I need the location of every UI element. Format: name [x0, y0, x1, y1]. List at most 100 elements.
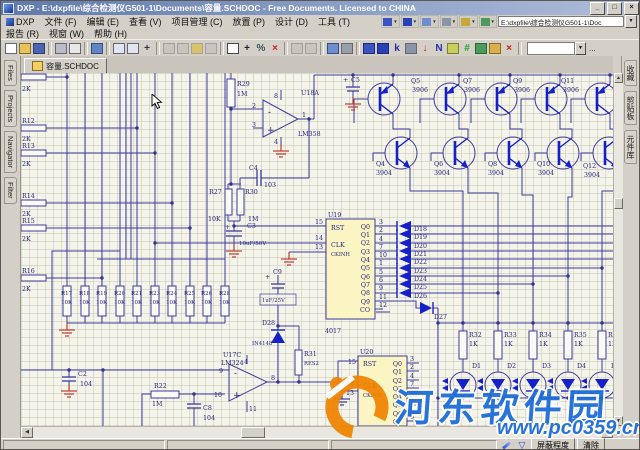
grid-tool-icon[interactable]: ▼ [478, 15, 497, 28]
delete-icon[interactable]: × [506, 42, 512, 54]
grid-icon[interactable]: # [464, 42, 470, 54]
wire-icon[interactable] [362, 41, 376, 55]
schematic-label: D21 [414, 251, 427, 258]
schematic-label: 5 [410, 406, 414, 413]
schematic-label: 103 [264, 182, 276, 189]
directive-tool-icon[interactable]: ▼ [420, 15, 439, 28]
menu-item-row2-1[interactable]: 视窗 (W) [49, 29, 84, 39]
wire [372, 152, 385, 161]
net-label-icon[interactable]: N [435, 42, 443, 54]
resistor-body [97, 285, 107, 317]
menu-item-2[interactable]: 编辑 (E) [86, 17, 120, 27]
bus-icon[interactable] [376, 41, 390, 55]
toolbar-more-button[interactable]: ... [589, 43, 596, 53]
left-tab-projects[interactable]: Projects [4, 89, 17, 127]
minimize-icon[interactable]: _ [590, 1, 605, 15]
schematic-label: 4 [274, 139, 278, 146]
junction-dot [566, 321, 570, 325]
left-tab-files[interactable]: Files [4, 60, 17, 86]
browse-icon[interactable] [90, 41, 104, 55]
new-document-icon[interactable] [4, 41, 18, 55]
document-icon [32, 61, 43, 71]
junction-tool-icon[interactable]: ▼ [439, 15, 459, 28]
mask-level-button[interactable]: 屏蔽程度 [531, 438, 575, 449]
annotate-icon[interactable] [499, 440, 513, 449]
cut-icon[interactable] [162, 41, 176, 55]
right-tab-1[interactable]: 剪贴板 [624, 91, 637, 125]
wire [601, 190, 613, 323]
pointer-icon[interactable]: k [394, 42, 400, 54]
vertical-scrollbar[interactable]: ▲ ▼ [613, 73, 623, 426]
menu-item-5[interactable]: 放置 (P) [232, 17, 266, 27]
paste-array-icon[interactable] [204, 41, 218, 55]
cancel-icon[interactable]: × [272, 42, 278, 54]
toolbar-search-combo[interactable] [527, 41, 575, 55]
toolbar-divider [220, 41, 224, 55]
scroll-right-icon[interactable]: ▶ [601, 427, 613, 438]
zoom-area-icon[interactable] [126, 41, 140, 55]
ground-symbol [345, 97, 361, 111]
horizontal-scrollbar[interactable]: ◀ ▶ [21, 426, 613, 438]
select-rect-icon[interactable] [226, 41, 240, 55]
close-icon[interactable]: × [624, 1, 639, 15]
scroll-up-icon[interactable]: ▲ [614, 73, 623, 83]
palette-icon[interactable] [488, 41, 502, 55]
schematic-label: 13 [315, 244, 323, 251]
print-preview-icon[interactable] [68, 41, 82, 55]
left-tab-filter[interactable]: Filter [4, 177, 17, 204]
schematic-label: - [234, 369, 237, 379]
schematic-label: Q6 [393, 411, 402, 418]
paste-icon[interactable] [190, 41, 204, 55]
right-tab-2[interactable]: 元件库 [624, 130, 637, 164]
save-icon[interactable] [32, 41, 46, 55]
chevron-down-icon[interactable]: ▼ [575, 41, 586, 55]
maximize-icon[interactable]: □ [607, 1, 622, 15]
schematic-label: 104 [80, 381, 92, 388]
schematic-label: D3 [542, 363, 551, 370]
menu-item-6[interactable]: 设计 (D) [275, 17, 309, 27]
horizontal-scroll-thumb[interactable] [241, 427, 265, 438]
undo-icon[interactable] [290, 41, 304, 55]
part-icon[interactable] [446, 41, 460, 55]
diode-triangle [461, 160, 468, 168]
bus-tool-icon[interactable]: ▼ [400, 15, 420, 28]
menu-item-row2-2[interactable]: 帮助 (H) [94, 29, 127, 39]
plus-icon[interactable]: + [244, 42, 250, 54]
print-icon[interactable] [54, 41, 68, 55]
menu-item-0[interactable]: DXP [1, 17, 40, 27]
open-icon[interactable] [18, 41, 32, 55]
redo-icon[interactable] [304, 41, 318, 55]
menu-item-7[interactable]: 工具 (T) [318, 17, 351, 27]
copy-icon[interactable] [176, 41, 190, 55]
menu-item-row2-0[interactable]: 报告 (R) [6, 29, 39, 39]
setup-icon[interactable] [340, 41, 354, 55]
probe-icon[interactable] [404, 41, 418, 55]
schematic-label: Q8 [361, 290, 370, 297]
annotation-tool-icon[interactable]: ▼ [459, 15, 478, 28]
clear-button[interactable]: 清除 [577, 438, 605, 449]
vertical-scroll-thumb[interactable] [614, 198, 623, 209]
menu-item-3[interactable]: 查看 (V) [129, 17, 162, 27]
zoom-document-icon[interactable] [112, 41, 126, 55]
wire [51, 250, 120, 370]
schematic-label: 3906 [563, 87, 579, 94]
scroll-left-icon[interactable]: ◀ [21, 427, 33, 438]
drop-icon[interactable]: ↓ [422, 42, 428, 54]
chevron-down-icon[interactable]: ▼ [625, 15, 637, 28]
schematic-label: Q2 [393, 378, 402, 385]
tab-schdoc[interactable]: 容量.SCHDOC [24, 58, 107, 74]
document-path-combo[interactable]: E:\dxpfile\综合检测仪G501-1\Doc [498, 16, 624, 27]
filter-funnel-icon[interactable]: ▽ [518, 439, 526, 450]
right-tab-0[interactable]: 收藏 [624, 60, 637, 86]
scroll-down-icon[interactable]: ▼ [614, 416, 623, 426]
menu-item-1[interactable]: 文件 (F) [44, 17, 77, 27]
cross-probe-icon[interactable]: + [144, 42, 150, 54]
wire-tool-icon[interactable]: ▼ [381, 15, 400, 28]
sheet-icon[interactable] [474, 41, 488, 55]
sheets-icon[interactable] [326, 41, 340, 55]
left-tab-navigator[interactable]: Navigator [4, 130, 17, 174]
scale-icon[interactable]: % [256, 42, 266, 54]
schematic-label: 2 [379, 227, 383, 234]
menu-item-4[interactable]: 项目管理 (C) [171, 17, 223, 27]
